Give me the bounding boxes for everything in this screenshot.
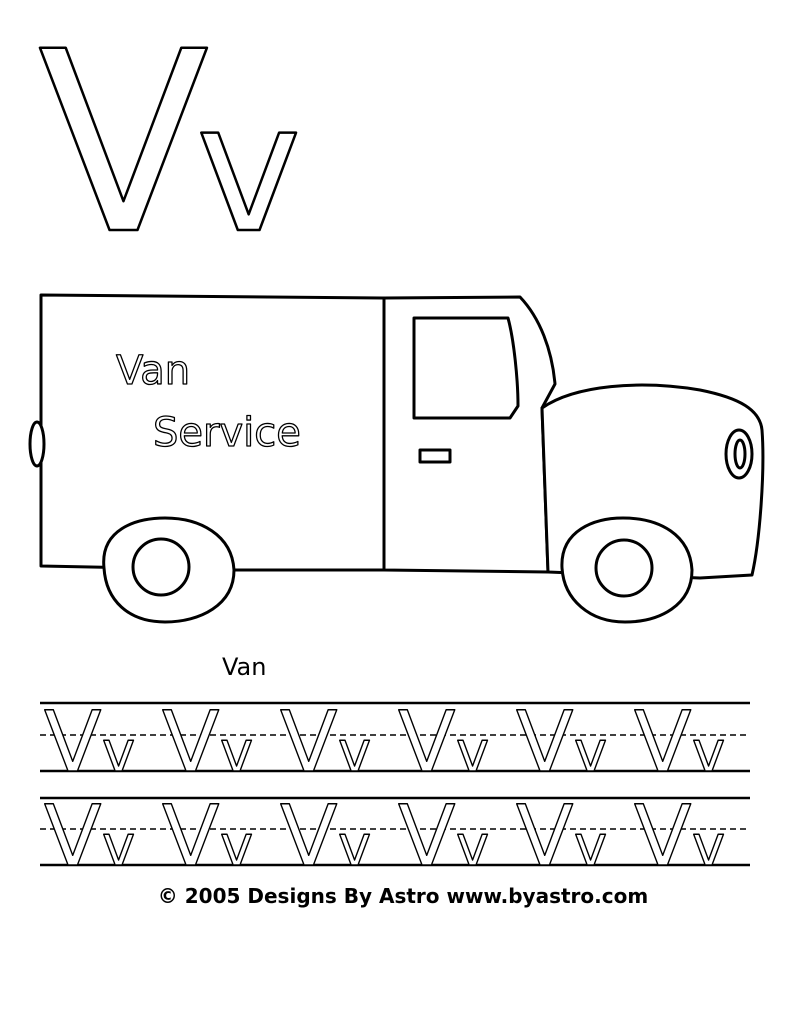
- trace-lowercase-letter: v: [692, 720, 725, 785]
- heading-lowercase-letter: v: [196, 65, 301, 272]
- trace-uppercase-letter: V: [44, 693, 101, 791]
- trace-lowercase-letter: v: [692, 814, 725, 879]
- trace-lowercase-letter: v: [338, 814, 371, 879]
- trace-uppercase-letter: V: [516, 787, 573, 885]
- trace-uppercase-letter: V: [398, 693, 455, 791]
- trace-uppercase-letter: V: [516, 693, 573, 791]
- van-front-hubcap: [594, 538, 654, 598]
- trace-lowercase-letter: v: [220, 814, 253, 879]
- van-illustration: [28, 293, 765, 624]
- van-cab-window: [412, 316, 520, 420]
- practice-row-2: [40, 796, 750, 867]
- trace-uppercase-letter: V: [280, 787, 337, 885]
- trace-lowercase-letter: v: [102, 720, 135, 785]
- van-tail-light: [28, 420, 46, 468]
- trace-uppercase-letter: V: [280, 693, 337, 791]
- trace-lowercase-letter: v: [574, 814, 607, 879]
- trace-lowercase-letter: v: [102, 814, 135, 879]
- van-side-lettering: Van Service: [115, 347, 301, 456]
- trace-lowercase-letter: v: [338, 720, 371, 785]
- heading-uppercase-letter: V: [38, 0, 209, 289]
- footer-credit: © 2005 Designs By Astro www.byastro.com: [158, 884, 648, 908]
- van-headlight-inner: [733, 438, 747, 470]
- trace-uppercase-letter: V: [634, 787, 691, 885]
- trace-uppercase-letter: V: [398, 787, 455, 885]
- handwriting-guides: [40, 701, 750, 867]
- trace-lowercase-letter: v: [456, 814, 489, 879]
- letter-heading: V v: [37, 0, 303, 290]
- trace-uppercase-letter: V: [634, 693, 691, 791]
- trace-uppercase-letter: V: [162, 787, 219, 885]
- practice-row-1: [40, 701, 750, 773]
- trace-lowercase-letter: v: [220, 720, 253, 785]
- trace-uppercase-letter: V: [162, 693, 219, 791]
- trace-lowercase-letter: v: [574, 720, 607, 785]
- trace-lowercase-letter: v: [456, 720, 489, 785]
- van-door-handle: [418, 448, 452, 464]
- van-rear-hubcap: [131, 537, 191, 597]
- van-lettering-line1: Van: [116, 348, 190, 394]
- word-caption: Van: [222, 653, 266, 681]
- van-lettering-line2: Service: [153, 410, 301, 456]
- trace-uppercase-letter: V: [44, 787, 101, 885]
- van-cargo-box: [39, 293, 386, 572]
